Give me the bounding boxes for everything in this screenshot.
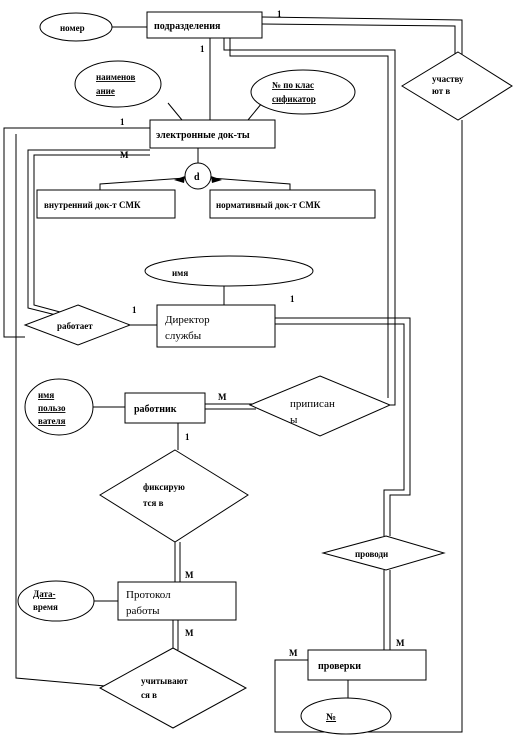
card-protokol-top: М (185, 570, 194, 580)
attribute-imya-polzovatelya[interactable]: имя пользо вателя (24, 378, 94, 436)
entity-normativny-doc[interactable]: нормативный док-т СМК (209, 189, 376, 219)
attribute-naimenovanie-label-1: наименов (96, 72, 135, 82)
attribute-nomer-label: номер (60, 23, 85, 33)
relationship-pripisany-label-2: ы (290, 414, 298, 426)
attribute-data-vremya-label-2: время (33, 602, 58, 612)
line-d-norm (210, 177, 291, 190)
line-edoc-rabotaet-b (27, 149, 150, 317)
attribute-naimenovanie-label-2: ание (96, 86, 115, 96)
relationship-provodit[interactable]: проводи (321, 535, 446, 571)
entity-normativny-doc-label: нормативный док-т СМК (216, 200, 321, 210)
card-edoc-left-many: М (120, 150, 129, 160)
line-podr-uchastv-a (261, 16, 463, 55)
entity-vnutrenniy-doc-label: внутренний док-т СМК (44, 200, 141, 210)
line-klass-edoc (247, 102, 263, 121)
entity-rabotnik-label: работник (134, 404, 177, 415)
attribute-nomer[interactable]: номер (39, 12, 113, 42)
relationship-rabotaet[interactable]: работает (23, 304, 132, 346)
attribute-imya-label: имя (172, 268, 188, 278)
entity-protokol-label-2: работы (126, 605, 160, 617)
relationship-fiksiruyutsya-label-2: тся в (143, 498, 164, 508)
card-director-right: 1 (290, 294, 295, 304)
entity-director[interactable]: Директор службы (156, 304, 276, 348)
attribute-data-vremya[interactable]: Дата- время (17, 580, 95, 622)
entity-vnutrenniy-doc[interactable]: внутренний док-т СМК (36, 189, 176, 219)
relationship-uchityvayutsya[interactable]: учитывают ся в (98, 647, 248, 729)
line-naimen-edoc (167, 102, 183, 121)
arrow-right-icon (211, 176, 222, 183)
relationship-uchastvuyut[interactable]: участву ют в (401, 51, 513, 121)
card-podr-below: 1 (200, 44, 205, 54)
line-podr-pripis-b (229, 38, 389, 398)
specialization-label: d (194, 172, 200, 183)
line-edoc-rabotaet-c (33, 154, 150, 313)
attribute-nomer-klass-label-1: № по клас (272, 80, 314, 90)
attribute-imya-polz-label-3: вателя (38, 416, 66, 426)
entity-proverki[interactable]: проверки (307, 649, 427, 681)
relationship-uchastvuyut-label-2: ют в (432, 86, 450, 96)
line-podr-pripis-a (223, 38, 396, 406)
line-d-vnutr (99, 177, 186, 190)
entity-protokol-label-1: Протокол (126, 589, 171, 601)
entity-director-label-1: Директор (165, 314, 210, 326)
entity-elektronnye-doc[interactable]: электронные док-ты (149, 119, 276, 149)
relationship-uchityvayutsya-label-2: ся в (141, 690, 157, 700)
relationship-rabotaet-label: работает (57, 321, 93, 331)
attribute-nomer-proverki[interactable]: № (300, 697, 392, 735)
entity-protokol[interactable]: Протокол работы (117, 581, 237, 621)
attribute-imya[interactable]: имя (144, 255, 314, 287)
line-podr-uchastv-b (261, 23, 456, 55)
entity-proverki-label: проверки (318, 661, 361, 672)
card-rabotnik-pripis: М (218, 392, 227, 402)
card-rabotaet-director: 1 (132, 305, 137, 315)
entity-rabotnik[interactable]: работник (124, 392, 206, 424)
attribute-imya-polz-label-1: имя (38, 390, 54, 400)
relationship-pripisany[interactable]: приписан ы (248, 375, 392, 437)
line-uchastv-proverki (274, 120, 463, 733)
attribute-imya-polz-label-2: пользо (38, 403, 66, 413)
card-proverki-left: М (289, 648, 298, 658)
line-edoc-rabotaet-a (3, 127, 150, 338)
line-director-provodit-a (275, 317, 411, 536)
attribute-naimenovanie[interactable]: наименов ание (74, 60, 162, 108)
attribute-data-vremya-label-1: Дата- (33, 589, 56, 599)
attribute-nomer-klass[interactable]: № по клас сификатор (250, 69, 356, 115)
entity-director-label-2: службы (165, 330, 202, 342)
attribute-nomer-klass-label-2: сификатор (272, 94, 316, 104)
card-podr-uchastv: 1 (277, 9, 282, 19)
relationship-fiksiruyutsya-label-1: фиксирую (143, 482, 185, 492)
relationship-fiksiruyutsya[interactable]: фиксирую тся в (99, 449, 249, 543)
attribute-nomer-proverki-label: № (326, 712, 336, 723)
cardinality-labels: 1 1 1 М 1 1 М 1 М М М М (120, 9, 405, 658)
card-proverki-top: М (396, 638, 405, 648)
specialization-circle[interactable]: d (174, 162, 222, 190)
card-edoc-left-top: 1 (120, 117, 125, 127)
relationship-uchastvuyut-label-1: участву (432, 74, 464, 84)
relationship-provodit-label: проводи (355, 549, 388, 559)
relationship-uchityvayutsya-label-1: учитывают (141, 676, 188, 686)
entity-podrazdelenie[interactable]: подразделения (146, 11, 263, 39)
card-rabotnik-fiks: 1 (185, 432, 190, 442)
card-protokol-bottom: М (185, 628, 194, 638)
line-edoc-uchityv (15, 134, 106, 687)
entity-podrazdelenie-label: подразделения (154, 21, 221, 32)
line-director-provodit-b (275, 323, 405, 536)
entity-elektronnye-doc-label: электронные док-ты (156, 130, 250, 141)
relationship-pripisany-label-1: приписан (290, 398, 335, 410)
connector-lines (3, 16, 463, 733)
arrow-left-icon (174, 176, 185, 183)
